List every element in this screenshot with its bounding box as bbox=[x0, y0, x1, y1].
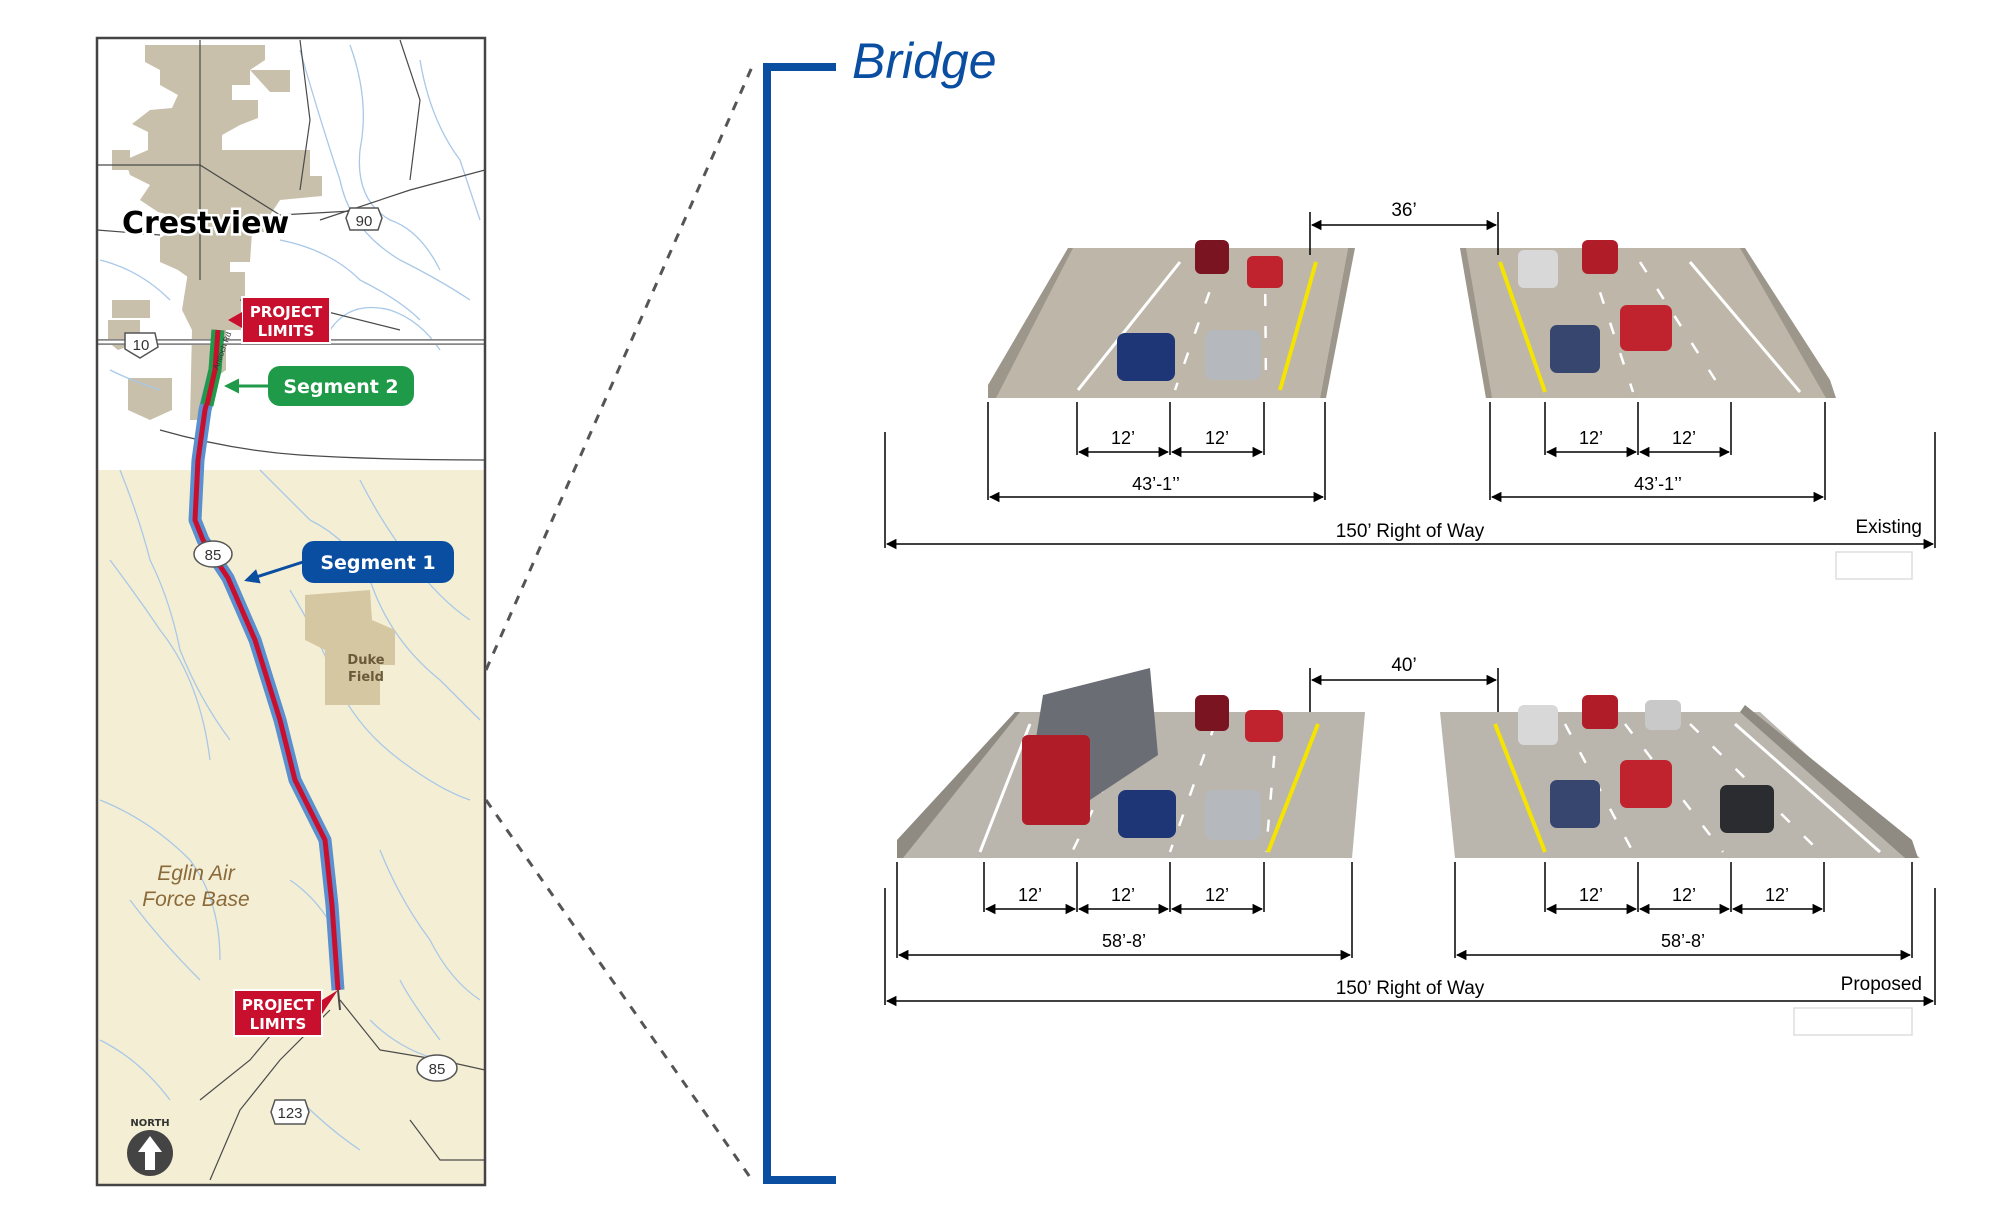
existing-ticks bbox=[884, 212, 1936, 548]
proposed-left-roadway bbox=[897, 668, 1365, 858]
proposed-right-lane-2: 12’ bbox=[1672, 885, 1696, 905]
existing-median-dim: 36’ bbox=[1391, 200, 1416, 221]
proposed-right-of-way: 150’ Right of Way bbox=[1336, 978, 1485, 999]
svg-text:85: 85 bbox=[429, 1061, 446, 1078]
proposed-dimensions bbox=[885, 674, 1935, 1007]
zoom-line-bottom bbox=[484, 799, 754, 1181]
proposed-ticks bbox=[884, 668, 1936, 1005]
location-map bbox=[97, 38, 485, 1185]
svg-text:85: 85 bbox=[205, 547, 222, 564]
existing-right-width: 43’-1’’ bbox=[1634, 474, 1682, 494]
proposed-left-lane-3: 12’ bbox=[1205, 885, 1229, 905]
existing-right-lane-1: 12’ bbox=[1579, 428, 1603, 448]
proposed-right-roadway bbox=[1440, 695, 1920, 858]
svg-text:Segment 2: Segment 2 bbox=[283, 376, 398, 398]
existing-dimensions bbox=[885, 219, 1935, 550]
proposed-right-width: 58’-8’ bbox=[1661, 931, 1705, 951]
proposed-left-lane-2: 12’ bbox=[1111, 885, 1135, 905]
proposed-right-lane-3: 12’ bbox=[1765, 885, 1789, 905]
existing-right-of-way: 150’ Right of Way bbox=[1336, 521, 1485, 542]
proposed-right-lane-1: 12’ bbox=[1579, 885, 1603, 905]
existing-left-lane-1: 12’ bbox=[1111, 428, 1135, 448]
north-arrow-icon: NORTH bbox=[127, 1118, 173, 1176]
eglin-label-line1: Eglin Air bbox=[157, 862, 235, 885]
eglin-label-line2: Force Base bbox=[142, 888, 249, 911]
existing-caption-box bbox=[1835, 551, 1913, 580]
north-label: NORTH bbox=[130, 1118, 169, 1129]
shield-us90: 90 bbox=[345, 207, 383, 231]
svg-text:123: 123 bbox=[277, 1105, 302, 1122]
duke-field-label-line1: Duke bbox=[347, 653, 384, 668]
proposed-section: 40’ 12’ 12’ 12’ 12’ 12’ 12’ 58’-8’ 58’-8… bbox=[884, 655, 1936, 1036]
truck-cab bbox=[1022, 735, 1090, 825]
duke-field-area bbox=[305, 590, 395, 705]
proposed-left-width: 58’-8’ bbox=[1102, 931, 1146, 951]
proposed-left-lane-1: 12’ bbox=[1018, 885, 1042, 905]
existing-section: 36’ 12’ 12’ 12’ 12’ 43’-1’’ 43’-1’’ 150’… bbox=[884, 200, 1936, 580]
project-limits-north-badge: PROJECT LIMITS bbox=[228, 296, 331, 344]
svg-text:Segment 1: Segment 1 bbox=[320, 552, 435, 574]
proposed-caption-box bbox=[1793, 1007, 1913, 1036]
segment1-callout: Segment 1 bbox=[244, 541, 454, 584]
duke-field-label-line2: Field bbox=[348, 670, 384, 685]
bracket bbox=[763, 63, 836, 1184]
shield-sr123: 123 bbox=[270, 1099, 310, 1125]
existing-right-roadway bbox=[1460, 240, 1836, 398]
existing-left-lane-2: 12’ bbox=[1205, 428, 1229, 448]
svg-text:LIMITS: LIMITS bbox=[250, 1015, 307, 1033]
city-label: Crestview bbox=[122, 206, 289, 241]
diagram-title: Bridge bbox=[852, 33, 997, 89]
existing-left-roadway bbox=[988, 240, 1355, 398]
shield-i10: 10 bbox=[124, 332, 159, 359]
svg-text:LIMITS: LIMITS bbox=[258, 322, 315, 340]
existing-left-width: 43’-1’’ bbox=[1132, 474, 1180, 494]
existing-label: Existing bbox=[1855, 517, 1922, 538]
svg-text:10: 10 bbox=[133, 337, 150, 354]
shield-sr85-south: 85 bbox=[416, 1054, 458, 1082]
proposed-label: Proposed bbox=[1841, 974, 1922, 995]
svg-text:90: 90 bbox=[356, 213, 373, 230]
proposed-median-dim: 40’ bbox=[1391, 655, 1416, 676]
segment2-callout: Segment 2 bbox=[224, 366, 414, 406]
svg-text:PROJECT: PROJECT bbox=[242, 996, 315, 1014]
svg-text:PROJECT: PROJECT bbox=[250, 303, 323, 321]
existing-right-lane-2: 12’ bbox=[1672, 428, 1696, 448]
shield-sr85-mid: 85 bbox=[193, 540, 233, 568]
zoom-line-top bbox=[484, 66, 754, 671]
map-frame bbox=[95, 36, 487, 1187]
project-limits-south-badge: PROJECT LIMITS bbox=[233, 989, 338, 1037]
